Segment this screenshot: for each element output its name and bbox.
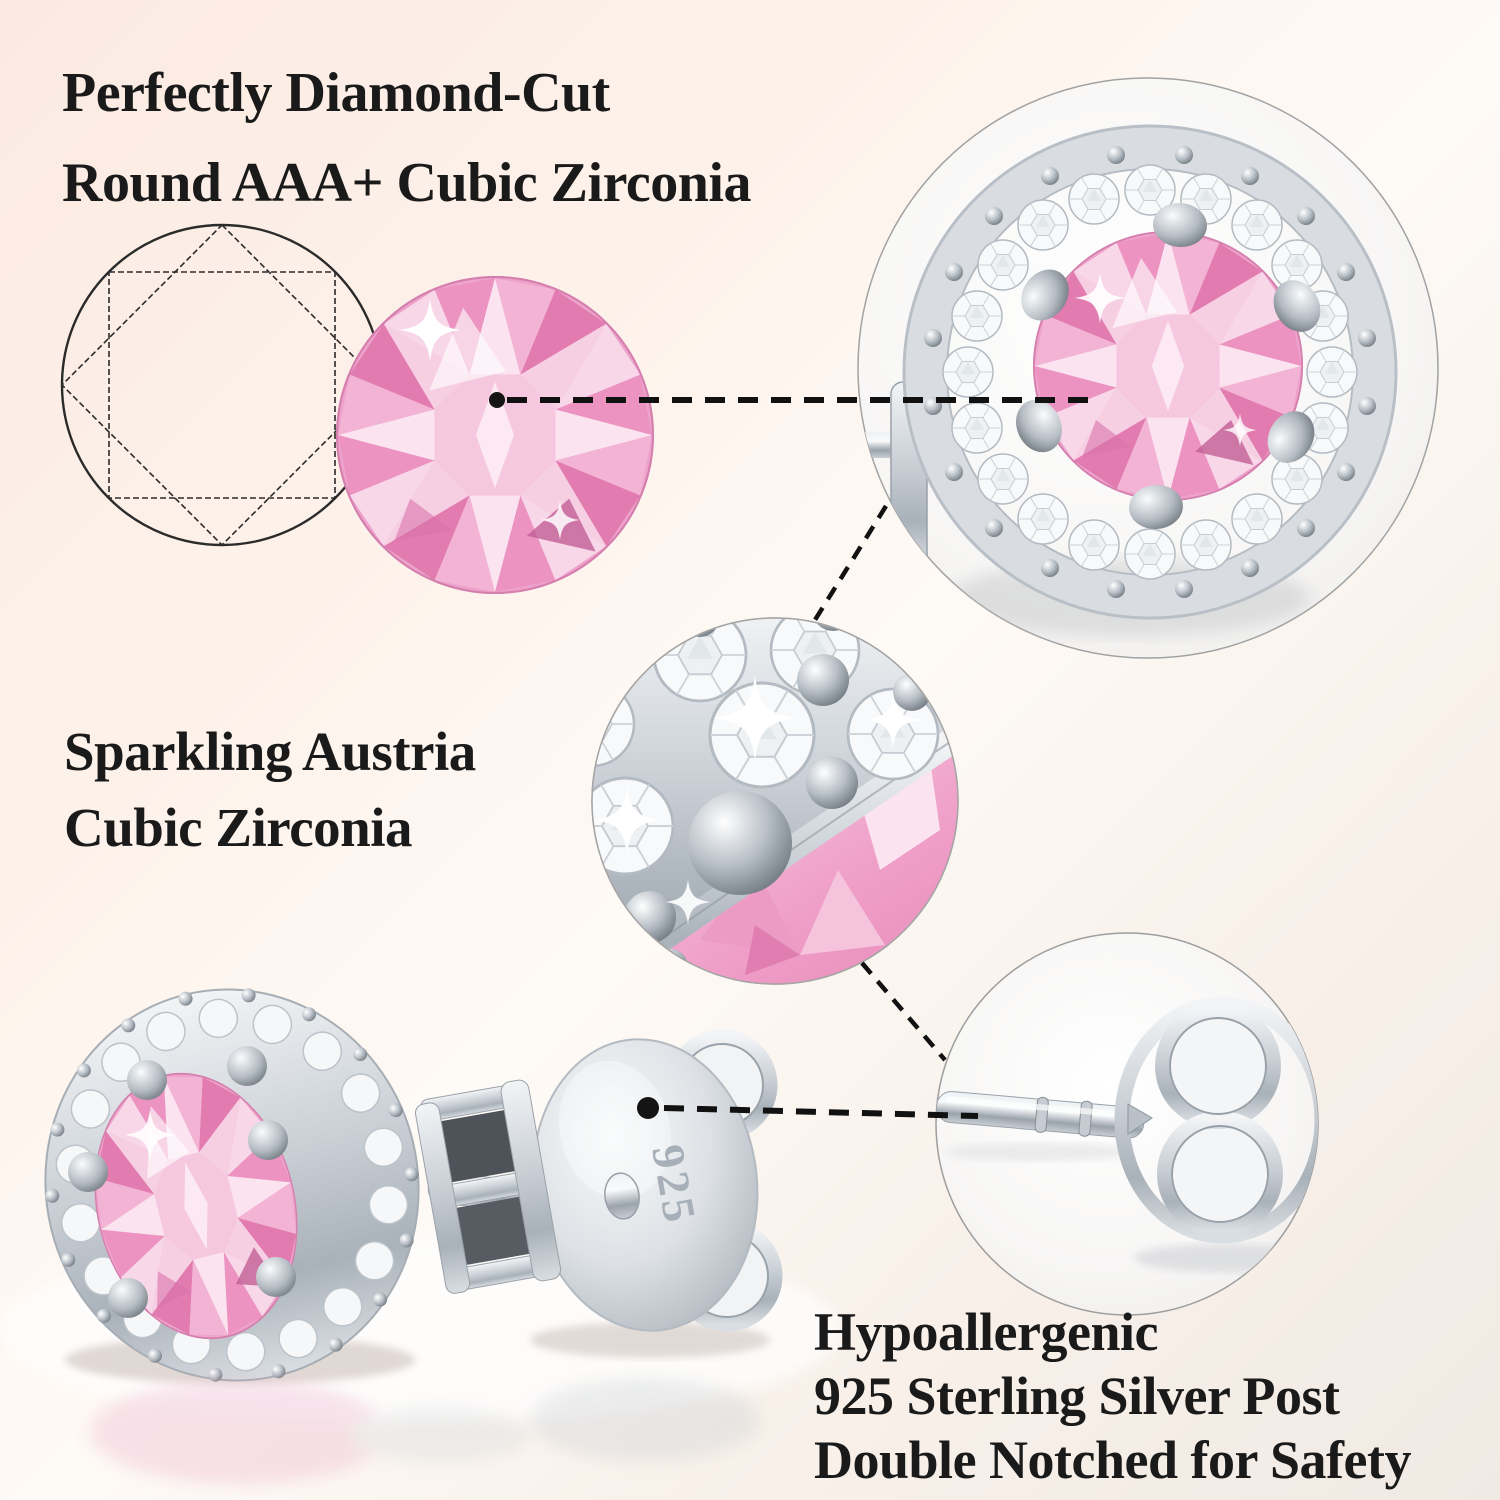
gallery-frame — [414, 1079, 562, 1294]
reflection — [90, 1378, 760, 1484]
magnifier-circle-earring-face — [857, 77, 1439, 659]
feature-label-line: Double Notched for Safety — [814, 1430, 1411, 1490]
feature-label-austria-cz: Sparkling Austria Cubic Zirconia — [64, 714, 476, 866]
butterfly-back-zoomed — [1114, 996, 1318, 1244]
stud-face — [44, 988, 420, 1382]
stud-earring-photo: 925 — [0, 988, 840, 1484]
callout-line-halo-to-back-zoom — [860, 961, 947, 1062]
feature-label-line: Hypoallergenic — [814, 1302, 1158, 1362]
pink-gem-zoomed — [1032, 230, 1304, 502]
diamond-cut-wireframe-diagram — [60, 223, 384, 547]
post-zoomed — [936, 1091, 1145, 1139]
stud-halo — [45, 988, 419, 1382]
back-disc: 925 — [531, 1038, 759, 1332]
magnifier-circle-post-back — [935, 932, 1319, 1316]
feature-label-line: Round AAA+ Cubic Zirconia — [62, 152, 751, 214]
feature-label-line: Perfectly Diamond-Cut — [62, 62, 610, 124]
pink-gem-photo — [334, 274, 656, 596]
callout-dot-post — [637, 1097, 659, 1119]
post-notch-2 — [1078, 1100, 1093, 1137]
feature-label-line: Sparkling Austria — [64, 721, 476, 782]
feature-label-diamond-cut: Perfectly Diamond-Cut Round AAA+ Cubic Z… — [62, 48, 751, 228]
post-notch-1 — [1034, 1096, 1049, 1133]
stud-prongs — [68, 1046, 296, 1318]
callout-line-post-to-back-zoom — [663, 1105, 979, 1119]
feature-label-line: 925 Sterling Silver Post — [814, 1366, 1340, 1426]
callout-line-face-to-halo-zoom — [813, 504, 888, 622]
feature-label-hypoallergenic: Hypoallergenic 925 Sterling Silver Post … — [814, 1300, 1411, 1492]
callout-dot-gem — [489, 392, 505, 408]
magnifier-circle-halo-macro — [591, 617, 959, 985]
feature-label-line: Cubic Zirconia — [64, 797, 413, 858]
prongs — [1016, 202, 1321, 530]
